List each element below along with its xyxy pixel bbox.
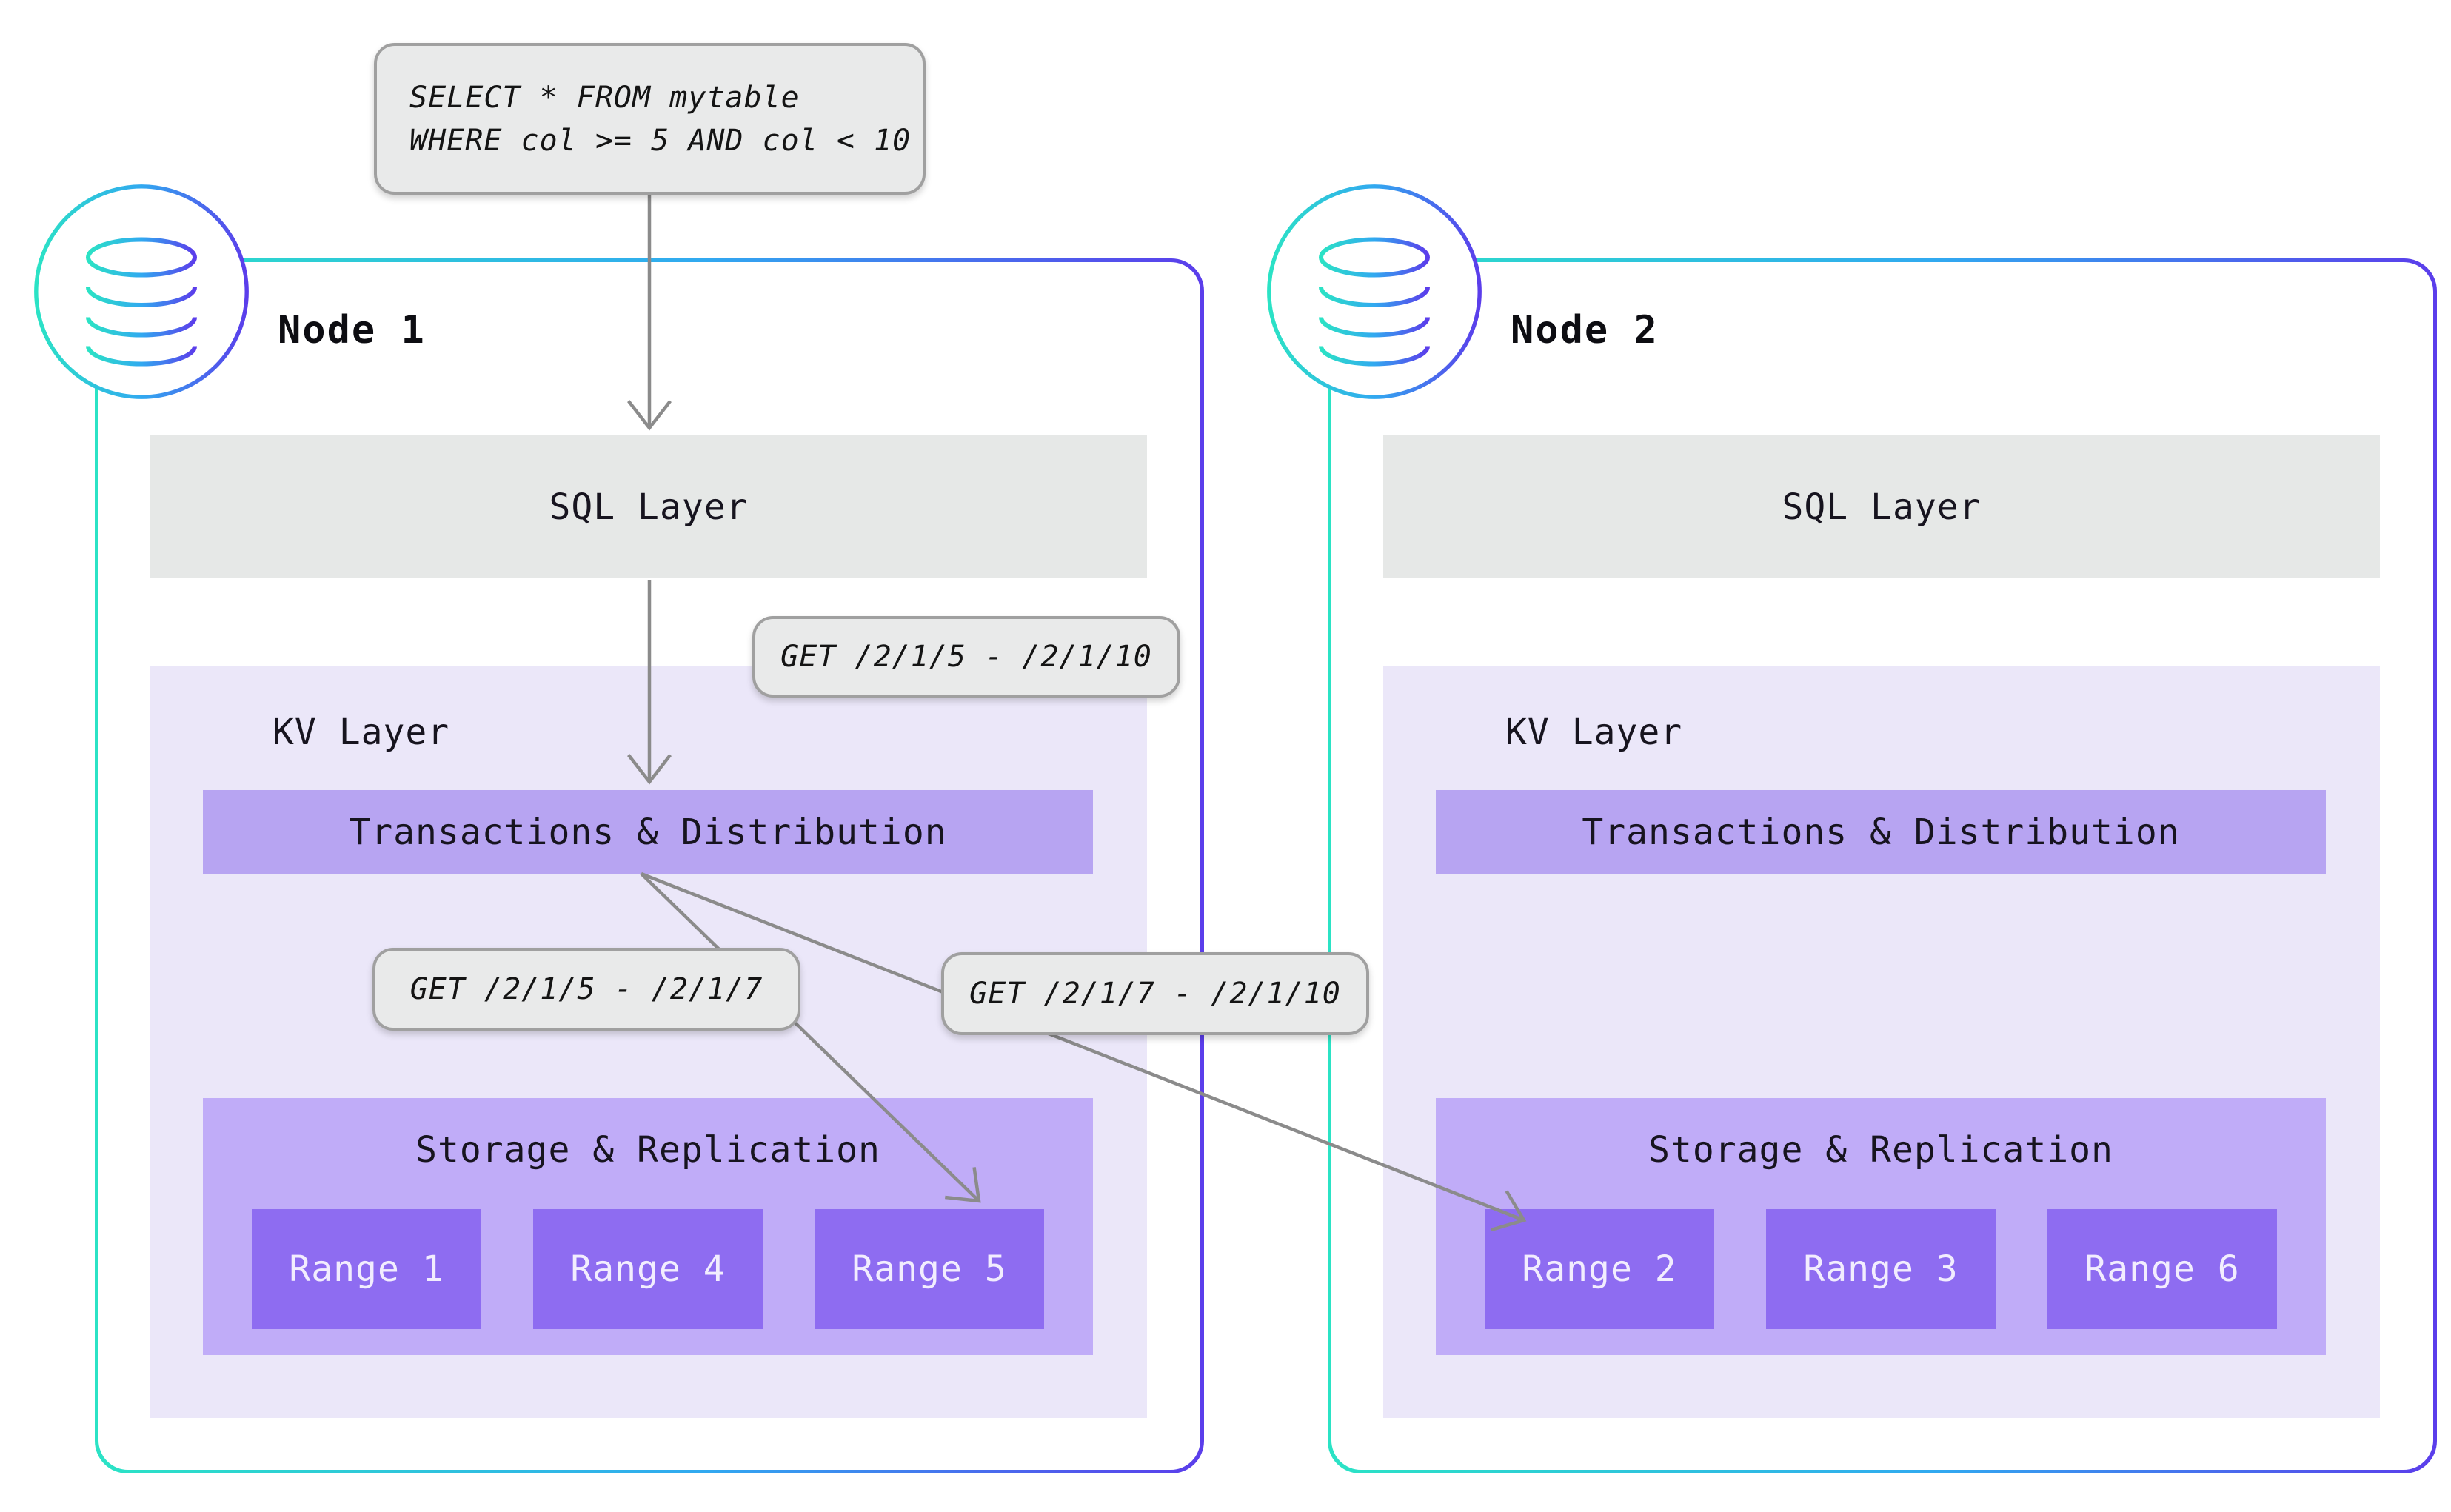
range-box: Range 3 [1766, 1209, 1996, 1329]
range-box: Range 4 [533, 1209, 763, 1329]
get-range-bubble: GET /2/1/5 - /2/1/10 [752, 616, 1180, 698]
database-icon [1267, 184, 1482, 399]
database-icon [34, 184, 249, 399]
node-1-sql-layer-label: SQL Layer [549, 486, 749, 528]
sql-query-line-1: SELECT * FROM mytable [409, 80, 800, 115]
range-box: Range 5 [815, 1209, 1044, 1329]
node-2-storage-label: Storage & Replication [1648, 1129, 2113, 1171]
node-2-transactions-label: Transactions & Distribution [1582, 811, 2180, 853]
node-1-storage-box: Storage & Replication Range 1 Range 4 Ra… [203, 1098, 1093, 1355]
node-2: Node 2 SQL Layer KV Layer Transactions &… [1328, 258, 2437, 1473]
node-1-ranges: Range 1 Range 4 Range 5 [252, 1209, 1044, 1329]
node-2-body: Node 2 SQL Layer KV Layer Transactions &… [1331, 262, 2433, 1470]
range-box: Range 2 [1485, 1209, 1714, 1329]
get-range-bubble: GET /2/1/7 - /2/1/10 [941, 952, 1369, 1035]
node-2-sql-layer: SQL Layer [1383, 435, 2380, 578]
node-2-title: Node 2 [1511, 308, 1659, 352]
node-2-transactions-bar: Transactions & Distribution [1436, 790, 2326, 874]
sql-query-line-2: WHERE col >= 5 AND col < 10 [409, 123, 912, 158]
node-1-transactions-label: Transactions & Distribution [349, 811, 947, 853]
node-2-kv-layer: KV Layer Transactions & Distribution Sto… [1383, 666, 2380, 1418]
node-1: Node 1 SQL Layer KV Layer Transactions &… [95, 258, 1204, 1473]
node-1-storage-label: Storage & Replication [415, 1129, 880, 1171]
range-box: Range 1 [252, 1209, 481, 1329]
node-1-kv-layer-label: KV Layer [272, 712, 450, 753]
get-range-label: GET /2/1/7 - /2/1/10 [969, 977, 1341, 1011]
node-1-sql-layer: SQL Layer [150, 435, 1147, 578]
node-2-ranges: Range 2 Range 3 Range 6 [1485, 1209, 2277, 1329]
node-1-title: Node 1 [278, 308, 426, 352]
node-1-transactions-bar: Transactions & Distribution [203, 790, 1093, 874]
node-1-kv-layer: KV Layer Transactions & Distribution Sto… [150, 666, 1147, 1418]
node-1-body: Node 1 SQL Layer KV Layer Transactions &… [98, 262, 1200, 1470]
range-box: Range 6 [2047, 1209, 2277, 1329]
get-range-label: GET /2/1/5 - /2/1/10 [780, 640, 1152, 674]
node-2-sql-layer-label: SQL Layer [1782, 486, 1982, 528]
get-range-bubble: GET /2/1/5 - /2/1/7 [372, 948, 800, 1031]
node-2-storage-box: Storage & Replication Range 2 Range 3 Ra… [1436, 1098, 2326, 1355]
node-2-kv-layer-label: KV Layer [1505, 712, 1683, 753]
sql-query-bubble: SELECT * FROM mytable WHERE col >= 5 AND… [374, 43, 926, 195]
get-range-label: GET /2/1/5 - /2/1/7 [409, 972, 763, 1006]
